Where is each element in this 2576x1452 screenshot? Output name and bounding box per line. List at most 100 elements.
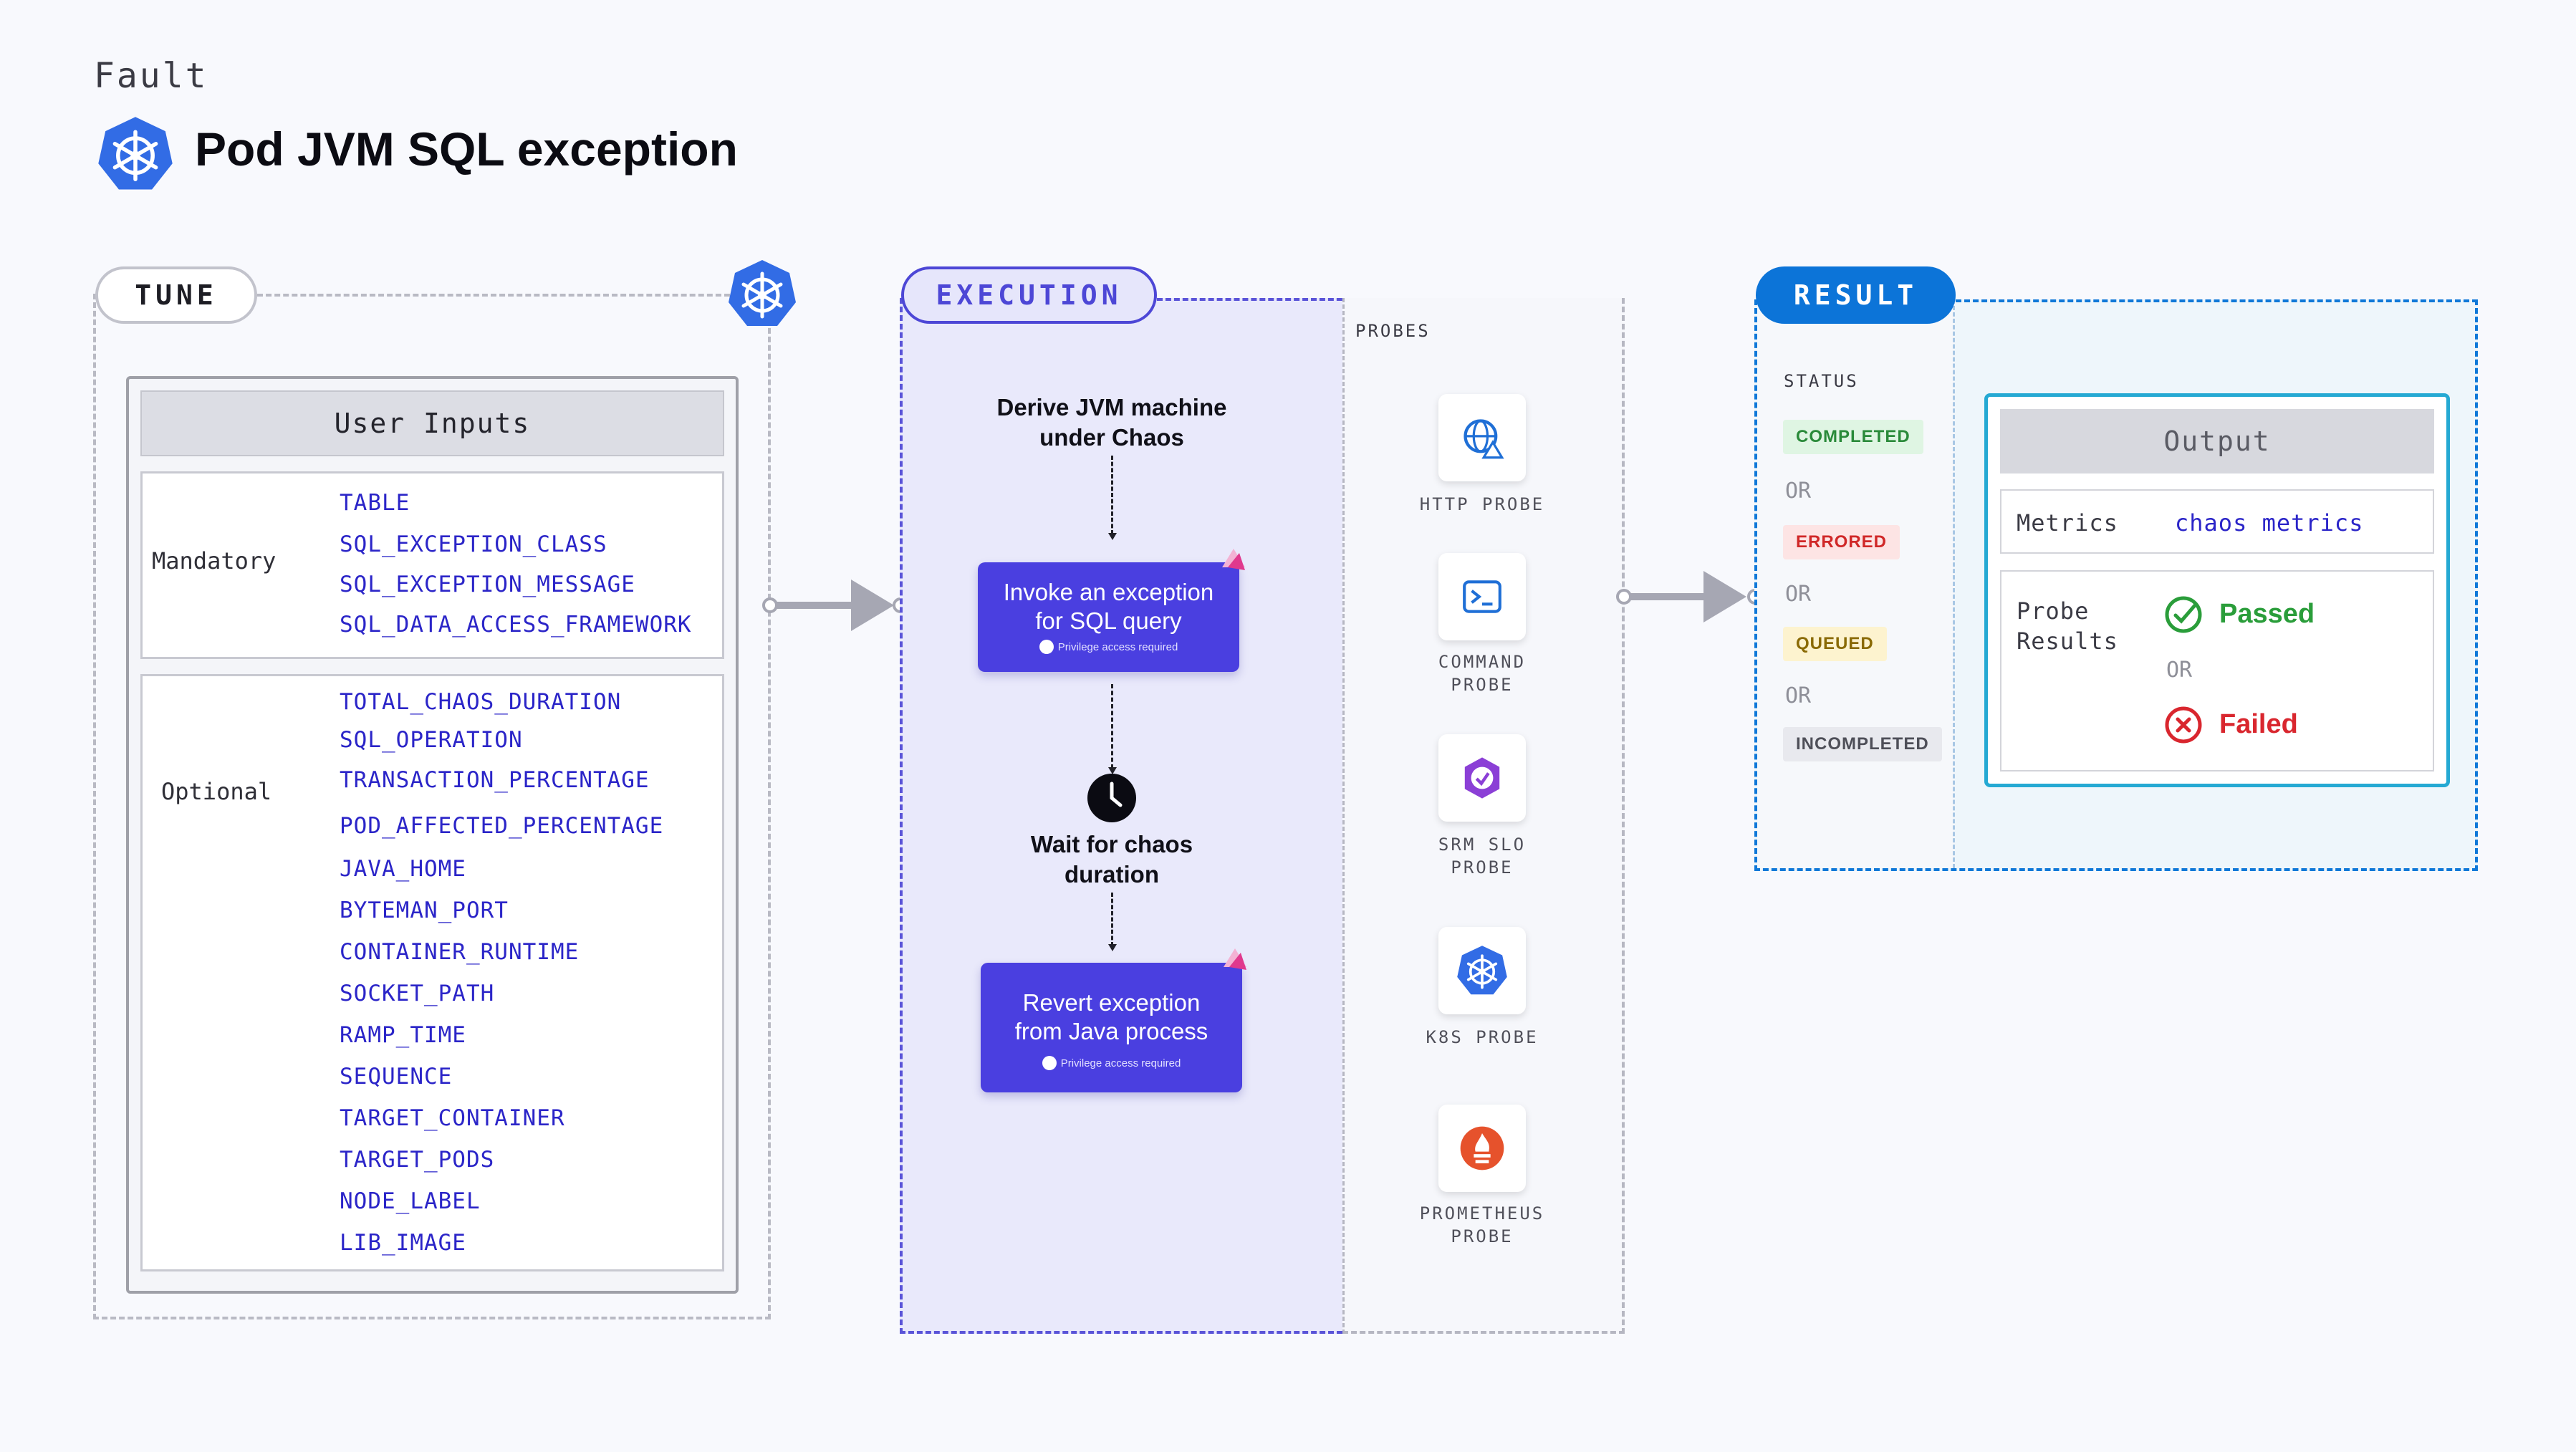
privilege-note: Privilege access required: [978, 640, 1239, 654]
derive-step-line: Derive JVM machine: [996, 394, 1227, 420]
invoke-card-line: for SQL query: [1035, 607, 1182, 634]
param-item: TOTAL_CHAOS_DURATION: [340, 689, 622, 715]
result-pill: RESULT: [1756, 266, 1956, 324]
flow-arrow-icon: [1108, 944, 1117, 951]
status-badge-errored: ERRORED: [1783, 525, 1900, 559]
revert-card-line: Revert exception: [1022, 989, 1201, 1016]
or-separator: OR: [1785, 582, 1812, 607]
probe-label-line: PROMETHEUS: [1419, 1203, 1545, 1223]
probe-label-line: PROBE: [1451, 857, 1514, 878]
flow-connector: [1111, 684, 1113, 769]
param-item: SQL_EXCEPTION_CLASS: [340, 532, 607, 557]
output-title: Output: [2000, 409, 2434, 473]
lock-icon: [1042, 1056, 1057, 1070]
optional-label: Optional: [161, 778, 272, 805]
probe-results-label-line: Probe: [2017, 597, 2090, 625]
status-column: [1757, 299, 1955, 868]
param-item: JAVA_HOME: [340, 856, 466, 882]
prometheus-icon: [1438, 1105, 1526, 1192]
user-inputs-title: User Inputs: [140, 390, 724, 456]
privilege-note-text: Privilege access required: [1057, 640, 1178, 653]
globe-icon: [1438, 394, 1526, 481]
probe-label-line: SRM SLO: [1438, 835, 1527, 855]
chaos-marker-icon: [1219, 946, 1251, 977]
clock-icon: [1086, 772, 1138, 824]
mandatory-group: [140, 471, 724, 659]
param-item: RAMP_TIME: [340, 1022, 466, 1048]
status-badge-incompleted: INCOMPLETED: [1783, 727, 1942, 761]
probe-label-prometheus: PROMETHEUS PROBE: [1389, 1202, 1575, 1248]
probe-label-line: COMMAND: [1438, 652, 1527, 672]
tune-section: [93, 294, 771, 1319]
param-item: CONTAINER_RUNTIME: [340, 939, 580, 965]
param-item: SQL_DATA_ACCESS_FRAMEWORK: [340, 612, 692, 638]
param-item: NODE_LABEL: [340, 1188, 481, 1214]
probes-label: PROBES: [1355, 321, 1431, 341]
flow-arrow-icon: [1108, 533, 1117, 540]
param-item: TARGET_PODS: [340, 1147, 495, 1173]
arrow-head-icon: [851, 580, 894, 631]
kubernetes-icon: [1438, 927, 1526, 1014]
probe-label-srm: SRM SLO PROBE: [1389, 833, 1575, 879]
failed-label: Failed: [2219, 709, 2298, 739]
tune-section-border: [257, 294, 730, 297]
probe-label-k8s: K8S PROBE: [1389, 1026, 1575, 1049]
srm-icon: [1438, 734, 1526, 822]
mandatory-label: Mandatory: [152, 547, 277, 574]
privilege-note-text: Privilege access required: [1060, 1057, 1181, 1069]
wait-step: Wait for chaos duration: [969, 830, 1255, 890]
invoke-card-line: Invoke an exception: [1003, 579, 1214, 605]
connector-dot: [1616, 589, 1632, 605]
probe-label-line: PROBE: [1451, 1226, 1514, 1246]
wait-step-line: Wait for chaos: [1030, 831, 1193, 857]
chaos-metrics-link[interactable]: chaos metrics: [2175, 509, 2364, 537]
connector-dot: [762, 597, 778, 613]
derive-step-line: under Chaos: [1039, 424, 1184, 451]
passed-label: Passed: [2219, 599, 2315, 629]
check-circle-icon: [2163, 595, 2203, 635]
probe-label-line: PROBE: [1451, 675, 1514, 695]
flow-arrow-icon: [1108, 767, 1117, 774]
revert-card-line: from Java process: [1014, 1018, 1208, 1044]
flow-connector: [1111, 456, 1113, 534]
optional-group: [140, 674, 724, 1271]
tune-pill: TUNE: [95, 266, 257, 324]
terminal-icon: [1438, 553, 1526, 640]
param-item: POD_AFFECTED_PERCENTAGE: [340, 813, 664, 839]
status-label: STATUS: [1784, 371, 1859, 391]
result-section-border: [1956, 299, 2478, 302]
x-circle-icon: [2163, 705, 2203, 745]
param-item: TARGET_CONTAINER: [340, 1105, 565, 1131]
kubernetes-icon: [726, 258, 798, 330]
invoke-exception-card: Invoke an exception for SQL query Privil…: [978, 562, 1239, 672]
or-separator: OR: [1785, 479, 1812, 504]
param-item: SOCKET_PATH: [340, 981, 495, 1006]
status-badge-queued: QUEUED: [1783, 627, 1887, 661]
metrics-row: [2000, 489, 2434, 554]
status-badge-completed: COMPLETED: [1783, 420, 1923, 454]
param-item: TRANSACTION_PERCENTAGE: [340, 767, 650, 793]
connector-line: [777, 602, 854, 609]
param-item: SQL_EXCEPTION_MESSAGE: [340, 572, 635, 597]
revert-exception-card: Revert exception from Java process Privi…: [981, 963, 1242, 1092]
kubernetes-logo-icon: [96, 115, 175, 193]
arrow-head-icon: [1703, 571, 1746, 622]
chaos-marker-icon: [1218, 546, 1249, 577]
derive-step: Derive JVM machine under Chaos: [969, 393, 1255, 453]
probe-results-row: [2000, 570, 2434, 771]
wait-step-line: duration: [1064, 861, 1159, 888]
or-separator: OR: [1785, 683, 1812, 708]
page-title: Pod JVM SQL exception: [195, 122, 738, 176]
connector-line: [1630, 593, 1706, 600]
param-item: TABLE: [340, 490, 410, 516]
privilege-note: Privilege access required: [981, 1056, 1242, 1070]
fault-label: Fault: [94, 56, 208, 96]
lock-icon: [1039, 640, 1054, 654]
probe-label-line: HTTP PROBE: [1419, 494, 1545, 514]
metrics-label: Metrics: [2017, 509, 2118, 537]
probe-label-line: K8S PROBE: [1426, 1027, 1539, 1047]
flow-connector: [1111, 893, 1113, 946]
or-separator: OR: [2166, 658, 2193, 683]
probe-label-http: HTTP PROBE: [1389, 493, 1575, 516]
probe-results-label: Probe Results: [2017, 596, 2118, 656]
